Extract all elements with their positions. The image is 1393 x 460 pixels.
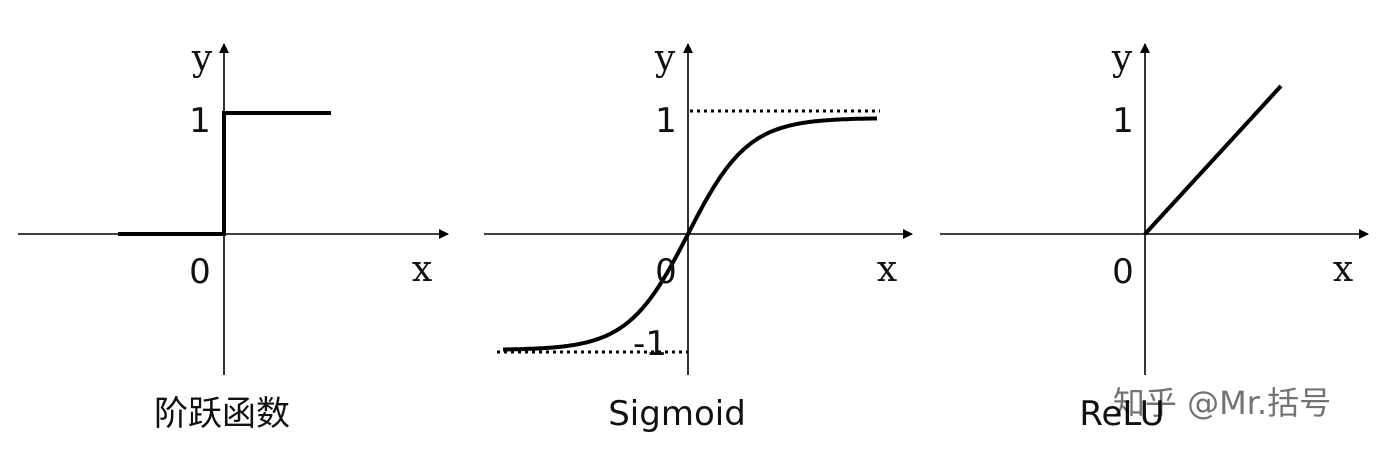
panel-relu: y x 1 0 ReLU <box>940 38 1369 434</box>
sigmoid-x-label: x <box>877 249 897 290</box>
step-y-label: y <box>191 38 213 79</box>
watermark-text: 知乎 @Mr.括号 <box>1113 384 1331 422</box>
step-caption: 阶跃函数 <box>154 394 290 434</box>
panel-sigmoid: y x 1 0 -1 Sigmoid <box>484 38 913 434</box>
sigmoid-y-label: y <box>654 38 676 79</box>
relu-tick-origin: 0 <box>1112 252 1134 292</box>
relu-x-label: x <box>1333 249 1353 290</box>
step-tick-one: 1 <box>189 101 211 141</box>
relu-tick-one: 1 <box>1112 101 1134 141</box>
sigmoid-curve <box>503 116 878 352</box>
relu-caption: ReLU <box>1079 394 1164 434</box>
step-tick-origin: 0 <box>189 252 211 292</box>
sigmoid-tick-minus-one: -1 <box>633 324 667 364</box>
sigmoid-caption: Sigmoid <box>608 394 746 434</box>
panel-step: y x 1 0 阶跃函数 <box>18 38 449 434</box>
step-curve <box>118 111 331 236</box>
relu-curve <box>1143 84 1283 236</box>
sigmoid-tick-origin: 0 <box>655 252 677 292</box>
sigmoid-tick-one: 1 <box>655 101 677 141</box>
relu-y-label: y <box>1111 38 1133 79</box>
step-x-label: x <box>412 249 432 290</box>
